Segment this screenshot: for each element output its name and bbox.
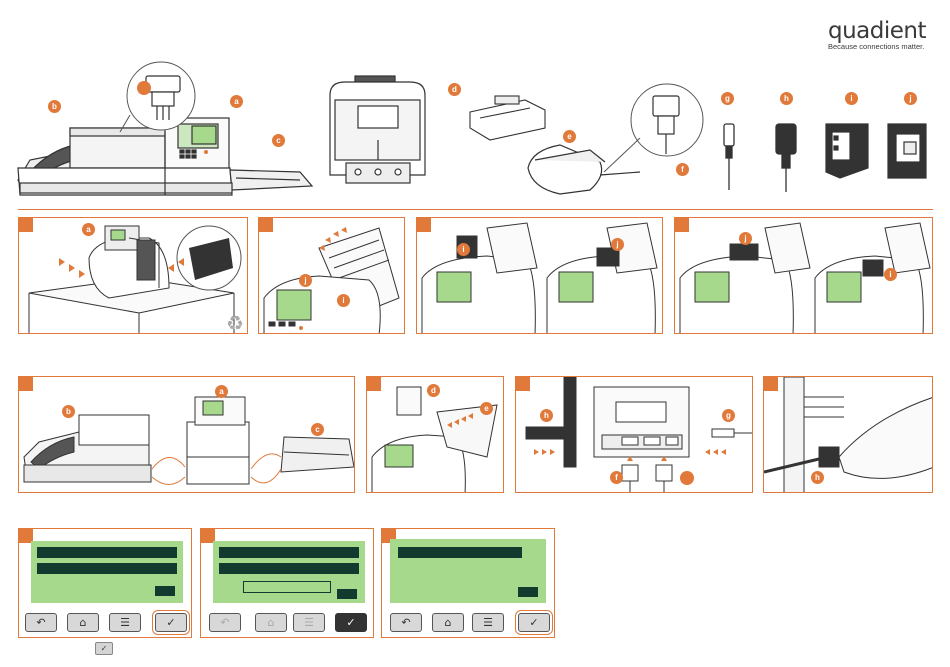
check-icon: ✓ <box>166 617 175 628</box>
callout-j: j <box>611 238 624 251</box>
menu-button[interactable]: ☰ <box>293 613 325 632</box>
back-icon: ↶ <box>36 617 45 628</box>
callout-j: j <box>739 232 752 245</box>
callout-e: e <box>563 130 576 143</box>
lcd-display <box>213 541 365 603</box>
callout-g: g <box>721 92 734 105</box>
step-plug-power-panel: h <box>763 376 933 493</box>
callout-marker <box>680 471 694 485</box>
step-seat-cartridge-panel: j i <box>674 217 933 334</box>
callout-a: a <box>230 95 243 108</box>
home-button[interactable]: ⌂ <box>255 613 287 632</box>
display-input-box <box>243 581 331 593</box>
home-icon: ⌂ <box>445 617 452 628</box>
display-ok-marker <box>518 587 538 597</box>
callout-g: g <box>722 409 735 422</box>
callout-b: b <box>62 405 75 418</box>
display-line <box>398 547 522 558</box>
back-button[interactable]: ↶ <box>25 613 57 632</box>
callout-d: d <box>427 384 440 397</box>
lcd-display <box>31 541 183 603</box>
callout-a: a <box>82 223 95 236</box>
menu-icon: ☰ <box>304 617 314 628</box>
display-line <box>219 563 359 574</box>
callout-d: d <box>448 83 461 96</box>
lcd-display <box>390 539 546 603</box>
home-button[interactable]: ⌂ <box>67 613 99 632</box>
callout-i: i <box>337 294 350 307</box>
step-insert-cartridge-panel: i j <box>416 217 663 334</box>
screen-step-2-panel: ↶ ⌂ ☰ ✓ <box>200 528 374 638</box>
back-icon: ↶ <box>401 617 410 628</box>
callout-marker <box>137 81 151 95</box>
callout-h: h <box>811 471 824 484</box>
callout-h: h <box>780 92 793 105</box>
step-connect-cables-panel: h g f <box>515 376 753 493</box>
step-assemble-panel: b a c <box>18 376 355 493</box>
confirm-button[interactable]: ✓ <box>518 613 550 632</box>
callout-b: b <box>48 100 61 113</box>
menu-icon: ☰ <box>483 617 493 628</box>
menu-button[interactable]: ☰ <box>472 613 504 632</box>
callout-c: c <box>311 423 324 436</box>
callout-e: e <box>480 402 493 415</box>
footer-confirm-key: ✓ <box>95 642 113 655</box>
display-ok-marker <box>337 589 357 599</box>
confirm-button[interactable]: ✓ <box>335 613 367 632</box>
home-icon: ⌂ <box>80 617 87 628</box>
step-open-cover-panel: j i <box>258 217 405 334</box>
back-button[interactable]: ↶ <box>390 613 422 632</box>
home-icon: ⌂ <box>268 617 275 628</box>
back-icon: ↶ <box>220 617 229 628</box>
callout-i: i <box>457 243 470 256</box>
confirm-button[interactable]: ✓ <box>155 613 187 632</box>
callout-i: i <box>884 268 897 281</box>
overview-illustration <box>0 0 950 210</box>
check-icon: ✓ <box>101 645 108 653</box>
callout-j: j <box>299 274 312 287</box>
section-divider <box>18 209 933 210</box>
callout-a: a <box>215 385 228 398</box>
menu-icon: ☰ <box>120 617 130 628</box>
display-line <box>37 563 177 574</box>
callout-c: c <box>272 134 285 147</box>
step-unpack-panel: a ♻ <box>18 217 248 334</box>
menu-button[interactable]: ☰ <box>109 613 141 632</box>
callout-i: i <box>845 92 858 105</box>
callout-j: j <box>904 92 917 105</box>
screen-step-1-panel: ↶ ⌂ ☰ ✓ <box>18 528 192 638</box>
display-line <box>219 547 359 558</box>
check-icon: ✓ <box>346 617 355 628</box>
home-button[interactable]: ⌂ <box>432 613 464 632</box>
callout-f: f <box>676 163 689 176</box>
callout-f: f <box>610 471 623 484</box>
step-attach-scale-panel: d e <box>366 376 504 493</box>
screen-step-3-panel: ↶ ⌂ ☰ ✓ <box>381 528 555 638</box>
display-ok-marker <box>155 586 175 596</box>
back-button[interactable]: ↶ <box>209 613 241 632</box>
callout-h: h <box>540 409 553 422</box>
check-icon: ✓ <box>529 617 538 628</box>
display-line <box>37 547 177 558</box>
recycle-icon: ♻ <box>226 311 244 334</box>
